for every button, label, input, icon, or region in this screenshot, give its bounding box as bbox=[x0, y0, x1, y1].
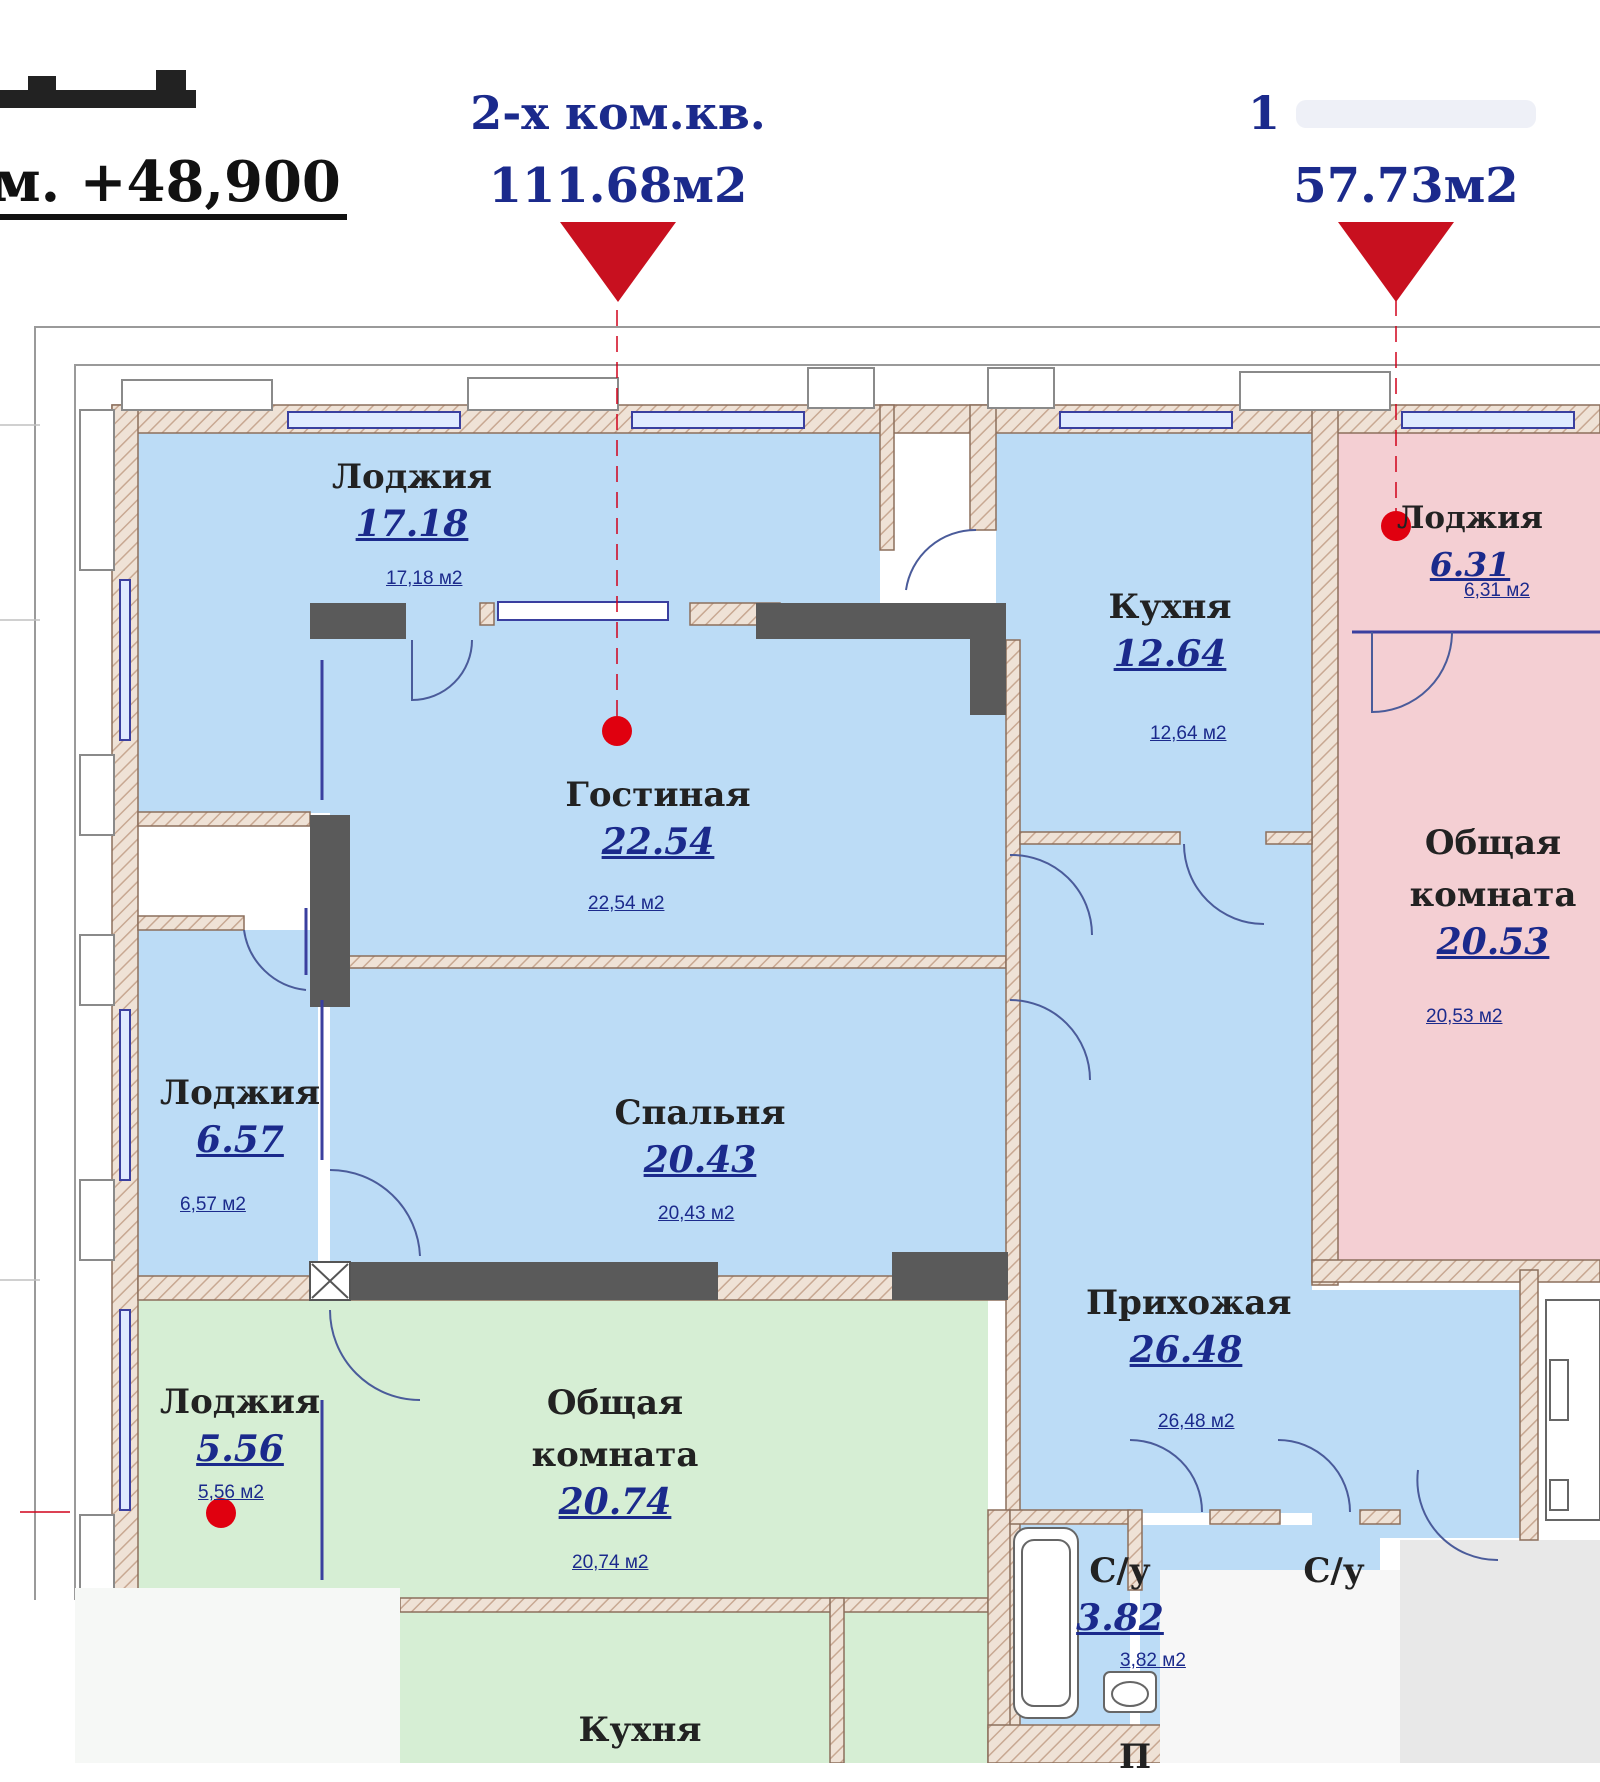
apt-left-area: 111.68м2 bbox=[488, 158, 748, 214]
apt-left-arrow-icon bbox=[560, 222, 676, 302]
room-cut-label: П bbox=[1110, 1732, 1160, 1782]
room-name-line-2: комната bbox=[531, 1435, 699, 1475]
room-area: 6.57 bbox=[196, 1119, 284, 1161]
room-name: С/у bbox=[1089, 1551, 1151, 1591]
room-fill-living bbox=[330, 618, 1006, 956]
bathtub bbox=[1013, 1527, 1079, 1719]
room-small-area: 20,53 м2 bbox=[1426, 1006, 1503, 1027]
sink bbox=[1103, 1671, 1157, 1713]
apt-left-title: 2-х ком.кв. bbox=[470, 86, 766, 140]
room-common-pink: Общая комната 20.53 bbox=[1400, 818, 1586, 964]
room-loggia-3: Лоджия 5.56 bbox=[160, 1377, 320, 1471]
room-small-area: 26,48 м2 bbox=[1158, 1411, 1235, 1432]
room-wc-1: С/у 3.82 bbox=[1070, 1546, 1170, 1640]
room-area: 20.43 bbox=[643, 1139, 757, 1181]
room-fill-common-green bbox=[318, 1300, 988, 1600]
room-small-area: 20,43 м2 bbox=[658, 1203, 735, 1224]
room-name: П bbox=[1118, 1737, 1152, 1777]
room-name: Прихожая bbox=[1086, 1283, 1292, 1323]
room-area: 6.31 bbox=[1429, 545, 1511, 584]
room-name: С/у bbox=[1303, 1551, 1365, 1591]
room-small-area: 6,57 м2 bbox=[180, 1194, 246, 1215]
room-small-area: 5,56 м2 bbox=[198, 1482, 264, 1503]
room-area: 17.18 bbox=[355, 503, 469, 545]
room-name-line-2: комната bbox=[1409, 875, 1577, 915]
axis-dot-bottom-icon bbox=[206, 1498, 236, 1528]
room-kitchen-bottom: Кухня bbox=[540, 1705, 740, 1755]
outer-frame bbox=[34, 326, 1600, 1600]
level-mark: м. +48,900 bbox=[0, 150, 347, 220]
room-small-area: 3,82 м2 bbox=[1120, 1650, 1186, 1671]
room-small-area: 22,54 м2 bbox=[588, 893, 665, 914]
room-area: 3.82 bbox=[1076, 1597, 1164, 1639]
room-bedroom: Спальня 20.43 bbox=[600, 1088, 800, 1182]
room-common-green: Общая комната 20.74 bbox=[520, 1378, 710, 1524]
door-swings bbox=[243, 528, 1499, 1562]
level-label-redacted bbox=[0, 70, 196, 114]
room-area: 22.54 bbox=[601, 821, 715, 863]
room-loggia-pink: Лоджия 6.31 bbox=[1390, 493, 1550, 587]
room-living: Гостиная 22.54 bbox=[548, 770, 768, 864]
room-name: Спальня bbox=[614, 1093, 786, 1133]
room-area: 20.74 bbox=[558, 1481, 672, 1523]
axis-dot-left-icon bbox=[602, 716, 632, 746]
apt-right-area: 57.73м2 bbox=[1293, 158, 1519, 214]
room-name: Кухня bbox=[1108, 587, 1232, 627]
room-kitchen: Кухня 12.64 bbox=[1070, 582, 1270, 676]
apt-right-title-redaction bbox=[1296, 100, 1536, 128]
apt-right-title: 1 bbox=[1247, 86, 1280, 140]
axis-dot-right-icon bbox=[1381, 511, 1411, 541]
apt-right-arrow-icon bbox=[1338, 222, 1454, 302]
room-fill-hall-ext bbox=[1312, 1290, 1522, 1538]
room-name-line-1: Общая bbox=[546, 1383, 684, 1423]
room-wc-2: С/у bbox=[1284, 1546, 1384, 1596]
grid-ticks bbox=[0, 424, 70, 1513]
room-name: Лоджия bbox=[331, 457, 493, 497]
partitions bbox=[304, 630, 1600, 1580]
room-area: 12.64 bbox=[1113, 633, 1227, 675]
columns bbox=[310, 603, 1008, 1300]
room-fill-tile-area bbox=[1400, 1540, 1600, 1763]
facade-windows bbox=[121, 367, 1575, 621]
room-hall: Прихожая 26.48 bbox=[1086, 1278, 1292, 1372]
room-fill-bedroom bbox=[330, 968, 1006, 1276]
axis-lines bbox=[616, 300, 1397, 730]
redaction-bottom-middle bbox=[1160, 1570, 1400, 1763]
room-fill-loggia-3 bbox=[138, 1300, 318, 1600]
room-name: Лоджия bbox=[160, 1073, 321, 1113]
room-loggia-2: Лоджия 6.57 bbox=[160, 1068, 320, 1162]
room-name: Гостиная bbox=[565, 775, 751, 815]
room-small-area: 17,18 м2 bbox=[386, 568, 463, 589]
room-fill-kitchen-bottom bbox=[400, 1610, 988, 1763]
room-area: 20.53 bbox=[1436, 921, 1550, 963]
room-fill-hall bbox=[1006, 843, 1312, 1513]
room-fill-kitchen bbox=[996, 433, 1312, 843]
room-fill-loggia-2 bbox=[138, 930, 318, 1276]
redaction-bottom-left bbox=[75, 1588, 400, 1763]
room-small-area: 12,64 м2 bbox=[1150, 723, 1227, 744]
room-fill-common-pink bbox=[1338, 623, 1600, 1260]
room-area: 26.48 bbox=[1129, 1329, 1243, 1371]
room-small-area: 20,74 м2 bbox=[572, 1552, 649, 1573]
room-name: Лоджия bbox=[1397, 500, 1543, 536]
room-name: Кухня bbox=[578, 1710, 702, 1750]
room-name: Лоджия bbox=[160, 1382, 321, 1422]
room-name-line-1: Общая bbox=[1424, 823, 1562, 863]
room-loggia-1: Лоджия 17.18 bbox=[312, 452, 512, 546]
room-small-area: 6,31 м2 bbox=[1464, 580, 1530, 601]
room-area: 5.56 bbox=[196, 1428, 284, 1470]
